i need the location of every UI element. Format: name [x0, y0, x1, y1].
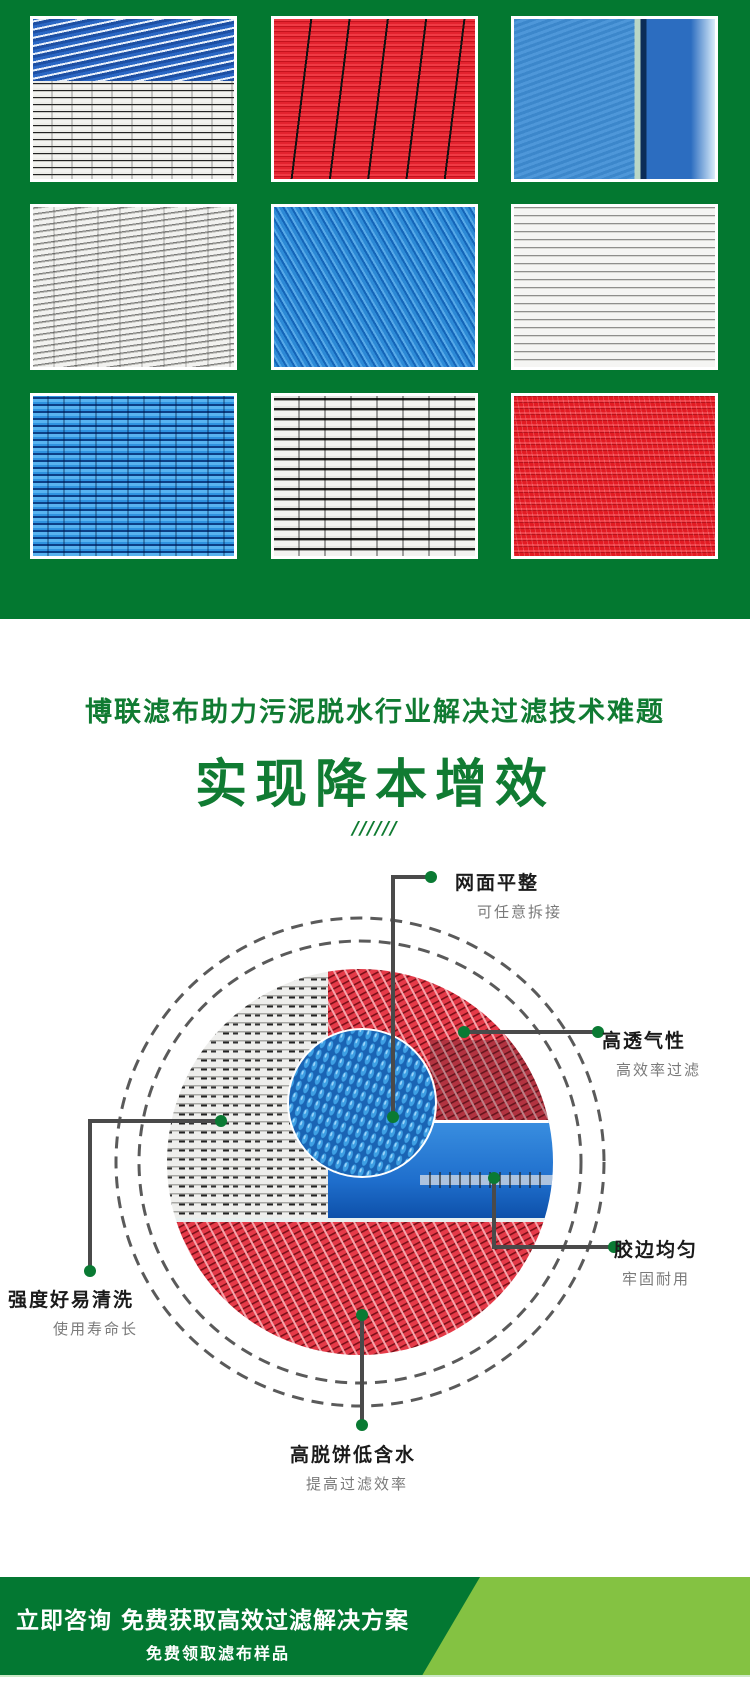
- gallery-tile-blue-white-spiral-mesh[interactable]: [30, 16, 237, 182]
- gallery-tile-blue-twill-mesh[interactable]: [271, 204, 478, 370]
- fabric-swatch-image: [514, 396, 715, 556]
- callout-desc: 提高过滤效率: [306, 1475, 409, 1493]
- callout-even-glue-edge: 胶边均匀 牢固耐用: [614, 1235, 698, 1289]
- callout-dry-cake: 高脱饼低含水 提高过滤效率: [290, 1440, 416, 1494]
- filter-cloth-diagram-graphic: [84, 871, 620, 1431]
- headline-title: 实现降本增效: [194, 755, 555, 815]
- product-gallery: [0, 0, 750, 619]
- headline-divider: //////: [352, 818, 398, 839]
- gallery-tile-grey-spiral-mesh[interactable]: [30, 204, 237, 370]
- gallery-tile-grey-coarse-spiral-mesh[interactable]: [271, 393, 478, 559]
- banner-subline: 免费领取滤布样品: [146, 1644, 291, 1663]
- fabric-swatch-image: [274, 396, 475, 556]
- gallery-tile-white-fine-mesh[interactable]: [511, 204, 718, 370]
- callout-high-permeability: 高透气性 高效率过滤: [602, 1026, 701, 1080]
- fabric-swatch-image: [274, 19, 475, 179]
- headline-subtitle: 博联滤布助力污泥脱水行业解决过滤技术难题: [85, 697, 665, 728]
- callout-title: 高透气性: [602, 1030, 687, 1052]
- callout-strength-easy-clean: 强度好易清洗 使用寿命长: [8, 1285, 138, 1339]
- gallery-tile-blue-seamed-panel[interactable]: [511, 16, 718, 182]
- fabric-swatch-image: [33, 19, 234, 179]
- callout-desc: 可任意拆接: [477, 903, 563, 921]
- callout-title: 高脱饼低含水: [290, 1444, 417, 1466]
- fabric-swatch-image: [33, 207, 234, 367]
- callout-title: 强度好易清洗: [8, 1289, 135, 1311]
- fabric-swatch-image: [33, 396, 234, 556]
- banner-underline: [0, 1675, 750, 1677]
- callout-desc: 牢固耐用: [622, 1270, 691, 1288]
- banner-headline: 立即咨询 免费获取高效过滤解决方案: [16, 1608, 410, 1634]
- feature-diagram: 网面平整 可任意拆接 高透气性 高效率过滤 强度好易清洗 使用寿命长 胶边均匀 …: [0, 860, 750, 1500]
- callout-desc: 高效率过滤: [616, 1061, 702, 1079]
- fabric-swatch-image: [514, 207, 715, 367]
- banner-dark-panel: [0, 1577, 480, 1675]
- gallery-tile-red-striped-mesh[interactable]: [271, 16, 478, 182]
- callout-title: 网面平整: [455, 872, 540, 894]
- callout-flat-surface: 网面平整 可任意拆接: [455, 868, 562, 922]
- consult-banner[interactable]: 立即咨询 免费获取高效过滤解决方案 免费领取滤布样品: [0, 1577, 750, 1675]
- callout-desc: 使用寿命长: [53, 1320, 139, 1338]
- fabric-swatch-image: [274, 207, 475, 367]
- gallery-tile-blue-spiral-mesh[interactable]: [30, 393, 237, 559]
- gallery-tile-red-woven-mesh[interactable]: [511, 393, 718, 559]
- blue-twill-closeup: [289, 1030, 435, 1176]
- callout-title: 胶边均匀: [614, 1239, 699, 1261]
- fabric-swatch-image: [514, 19, 715, 179]
